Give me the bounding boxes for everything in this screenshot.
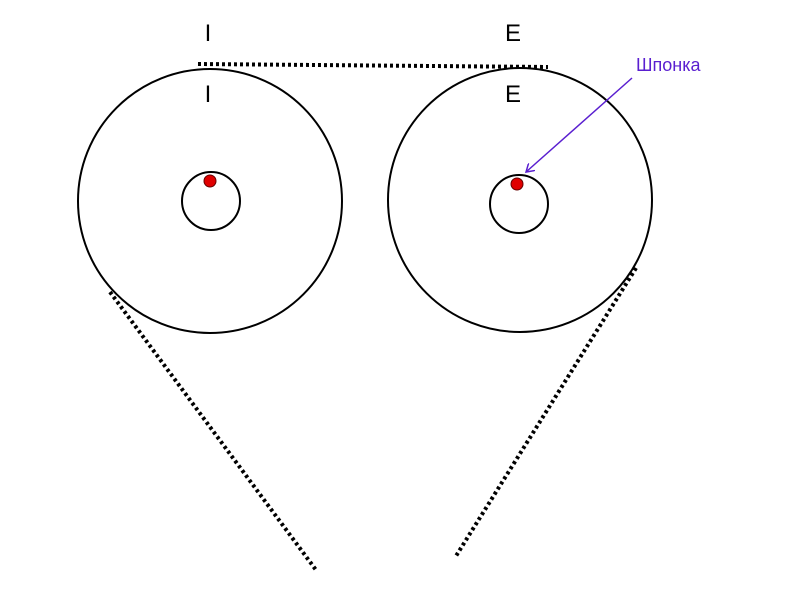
- right-sprocket-hub: [489, 174, 549, 234]
- key-annotation-label: Шпонка: [636, 55, 701, 75]
- right-sprocket-outer-circle: [387, 67, 653, 333]
- belt-left-run: [108, 290, 318, 572]
- belt-right-run: [454, 266, 638, 558]
- key-annotation-arrow: [526, 77, 633, 172]
- right-sprocket: [387, 67, 653, 333]
- left-sprocket: [77, 68, 343, 334]
- belt-top-run: [197, 62, 549, 69]
- right-sprocket-key-mark: [510, 177, 524, 191]
- left-mark-on-sprocket: I: [205, 81, 212, 108]
- left-mark-above-belt: I: [205, 20, 212, 47]
- left-sprocket-key-mark: [203, 174, 217, 188]
- left-sprocket-outer-circle: [77, 68, 343, 334]
- left-sprocket-hub: [181, 171, 241, 231]
- right-mark-above-belt: E: [505, 20, 521, 47]
- right-mark-on-sprocket: E: [505, 81, 521, 108]
